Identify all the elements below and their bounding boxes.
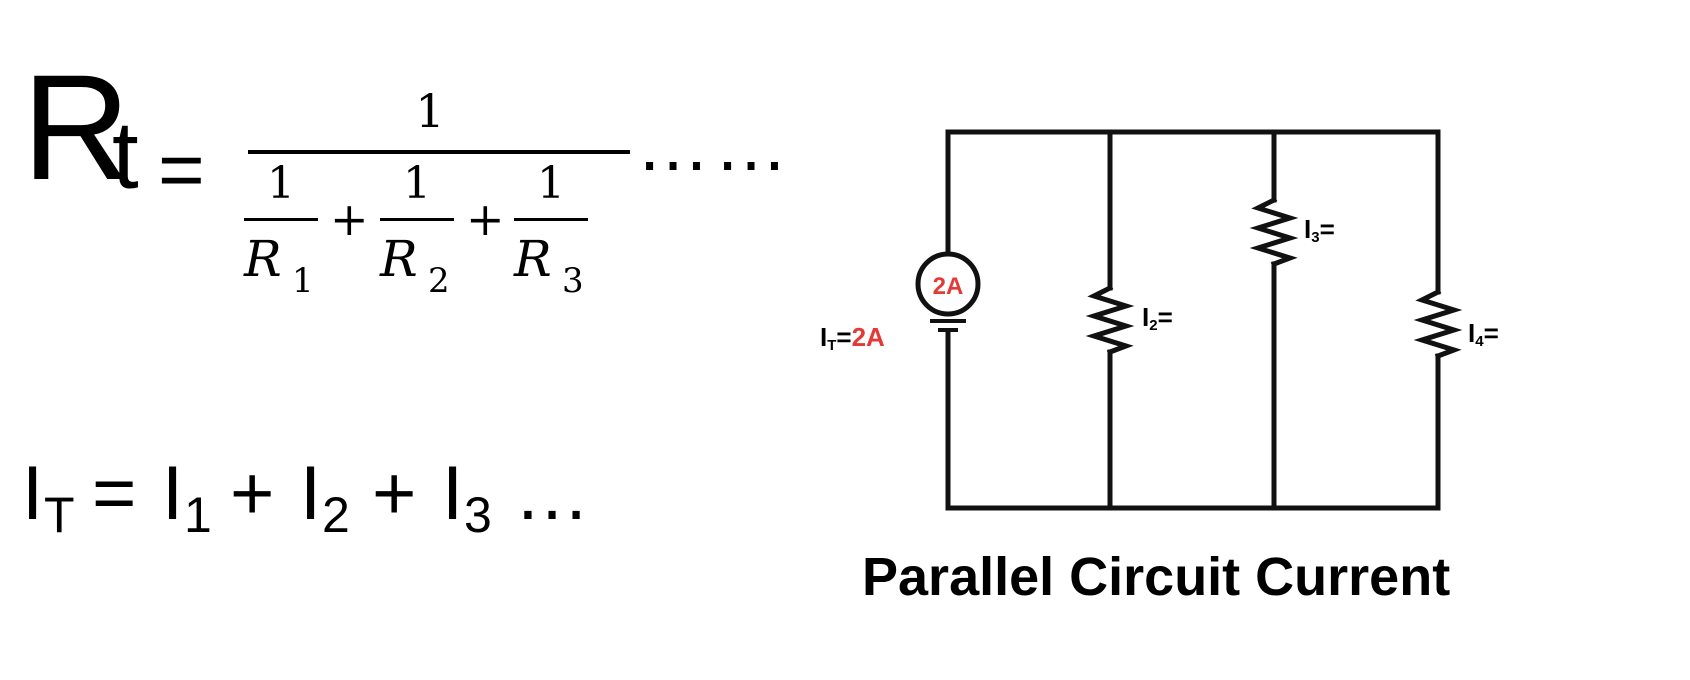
plus-sign-2: + (466, 192, 505, 246)
current-plus-2: + (372, 451, 417, 536)
rt-subscript: t (112, 102, 139, 209)
term-3-fraction-bar (514, 218, 588, 221)
it-equals-sign: = (92, 451, 137, 536)
branch-2-suffix: = (1157, 302, 1173, 332)
i1-index: 1 (184, 487, 212, 543)
term-2-index: 2 (428, 261, 450, 301)
it-symbol: I (22, 451, 44, 536)
branch-3-symbol: I (1304, 214, 1312, 244)
main-fraction-bar (248, 150, 630, 154)
current-source-badge: 2A (933, 273, 964, 300)
formula-continuation-dots: …… (636, 103, 792, 186)
plus-sign-1: + (330, 192, 369, 246)
total-current-value: 2A (851, 322, 885, 352)
term-2-symbol: R (380, 230, 418, 288)
term-2-fraction-bar (380, 218, 454, 221)
rt-symbol: R (22, 43, 131, 211)
branch-4-resistor (1413, 288, 1463, 360)
branch-2-label: I2= (1142, 304, 1173, 333)
branch-3-index: 3 (1311, 229, 1320, 246)
i1-symbol: I (162, 451, 184, 536)
main-numerator: 1 (415, 84, 445, 138)
term-2-numerator: 1 (403, 158, 431, 209)
current-source-circle (915, 251, 981, 317)
i3-symbol: I (442, 451, 464, 536)
branch-3-label: I3= (1304, 216, 1335, 245)
current-plus-1: + (230, 451, 275, 536)
total-current-subscript: T (827, 337, 837, 354)
term-3-numerator: 1 (537, 158, 565, 209)
branch-4-label: I4= (1468, 320, 1499, 349)
i3-index: 3 (464, 487, 492, 543)
branch-3-resistor (1249, 196, 1299, 268)
branch-2-symbol: I (1142, 302, 1150, 332)
i2-index: 2 (322, 487, 350, 543)
term-1-symbol: R (244, 230, 282, 288)
term-1-fraction-bar (244, 218, 318, 221)
total-current-label: IT=2A (820, 324, 885, 353)
term-1-index: 1 (292, 261, 314, 301)
current-continuation-dots: … (514, 451, 590, 536)
total-resistance-formula: R t = 1 1 R 1 + 1 R 2 + 1 R 3 …… (0, 0, 900, 340)
i2-symbol: I (300, 451, 322, 536)
branch-2-resistor (1085, 284, 1135, 356)
total-current-equals: = (836, 322, 852, 352)
branch-4-symbol: I (1468, 318, 1476, 348)
term-3-index: 3 (562, 261, 584, 301)
circuit-caption: Parallel Circuit Current (862, 547, 1451, 607)
branch-3-suffix: = (1319, 214, 1335, 244)
term-1-numerator: 1 (267, 158, 295, 209)
total-current-symbol: I (820, 322, 828, 352)
rt-equals-sign: = (158, 125, 205, 214)
branch-4-suffix: = (1483, 318, 1499, 348)
branch-4-index: 4 (1475, 333, 1484, 350)
term-3-symbol: R (514, 230, 552, 288)
it-subscript: T (44, 487, 75, 543)
branch-2-index: 2 (1149, 317, 1158, 334)
